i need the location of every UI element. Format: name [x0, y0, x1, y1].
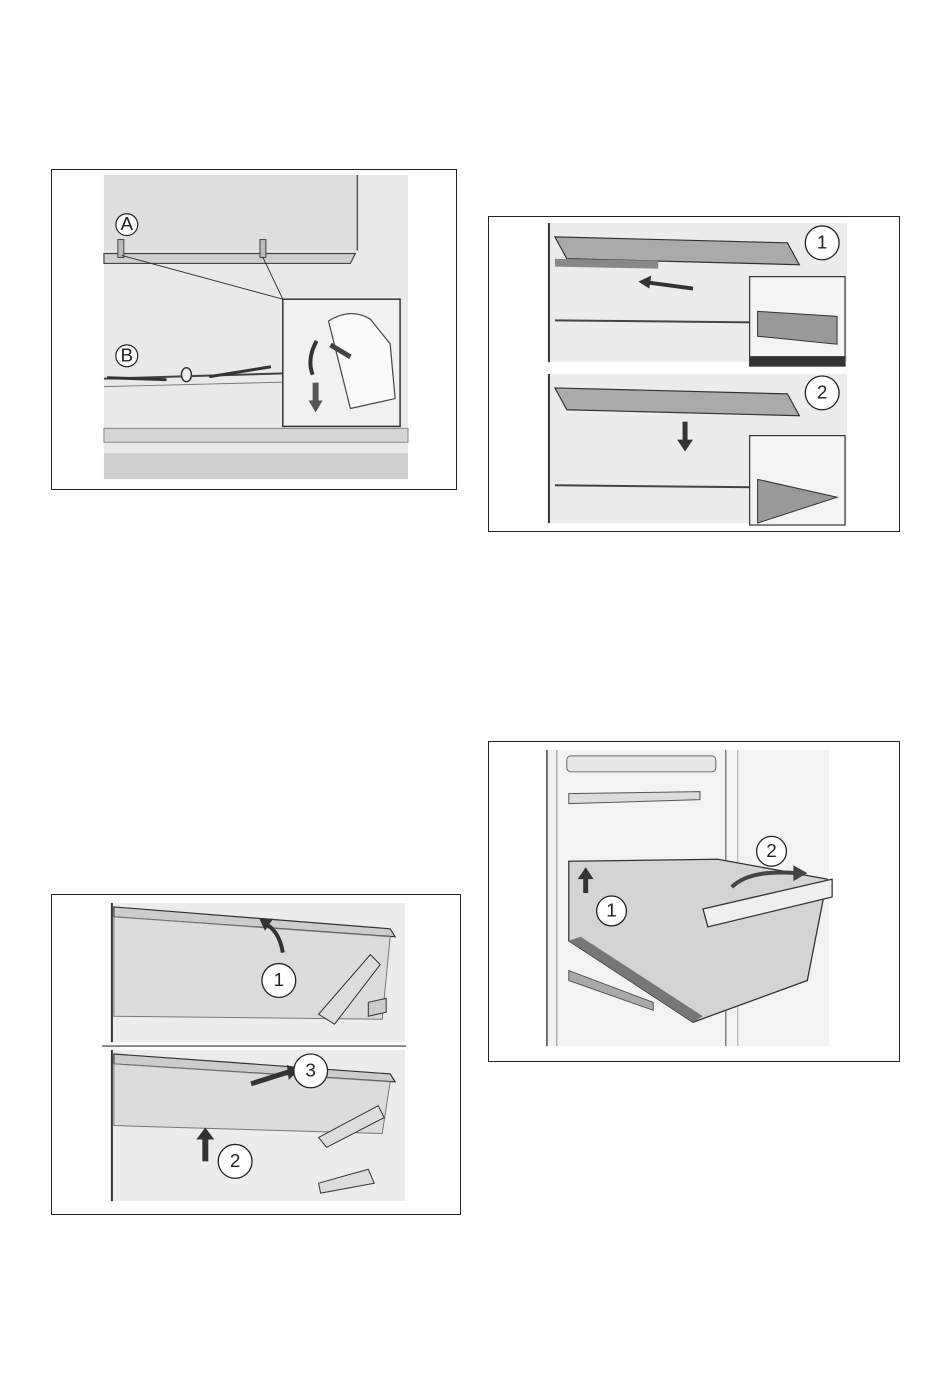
freezer-drawer-illustration: 1 2: [489, 742, 899, 1061]
label-a: A: [121, 214, 134, 235]
glass-shelf-step-1: 1: [817, 232, 828, 253]
glass-shelf-step-2: 2: [817, 382, 828, 403]
door-shelf-step-1: 1: [274, 970, 285, 991]
door-shelf-step-2: 2: [230, 1151, 241, 1172]
glass-shelf-illustration: 1 2: [489, 217, 899, 531]
door-shelf-step-3: 3: [305, 1060, 316, 1081]
figure-glass-shelf: 1 2: [488, 216, 900, 532]
shelf-clips-illustration: A B: [52, 170, 456, 489]
figure-door-shelf: 1 3 2: [51, 894, 461, 1215]
figure-shelf-clips: A B: [51, 169, 457, 490]
label-b: B: [121, 345, 134, 366]
door-shelf-illustration: 1 3 2: [52, 895, 460, 1214]
figure-freezer-drawer: 1 2: [488, 741, 900, 1062]
drawer-step-2: 2: [766, 841, 777, 862]
drawer-step-1: 1: [606, 900, 617, 921]
